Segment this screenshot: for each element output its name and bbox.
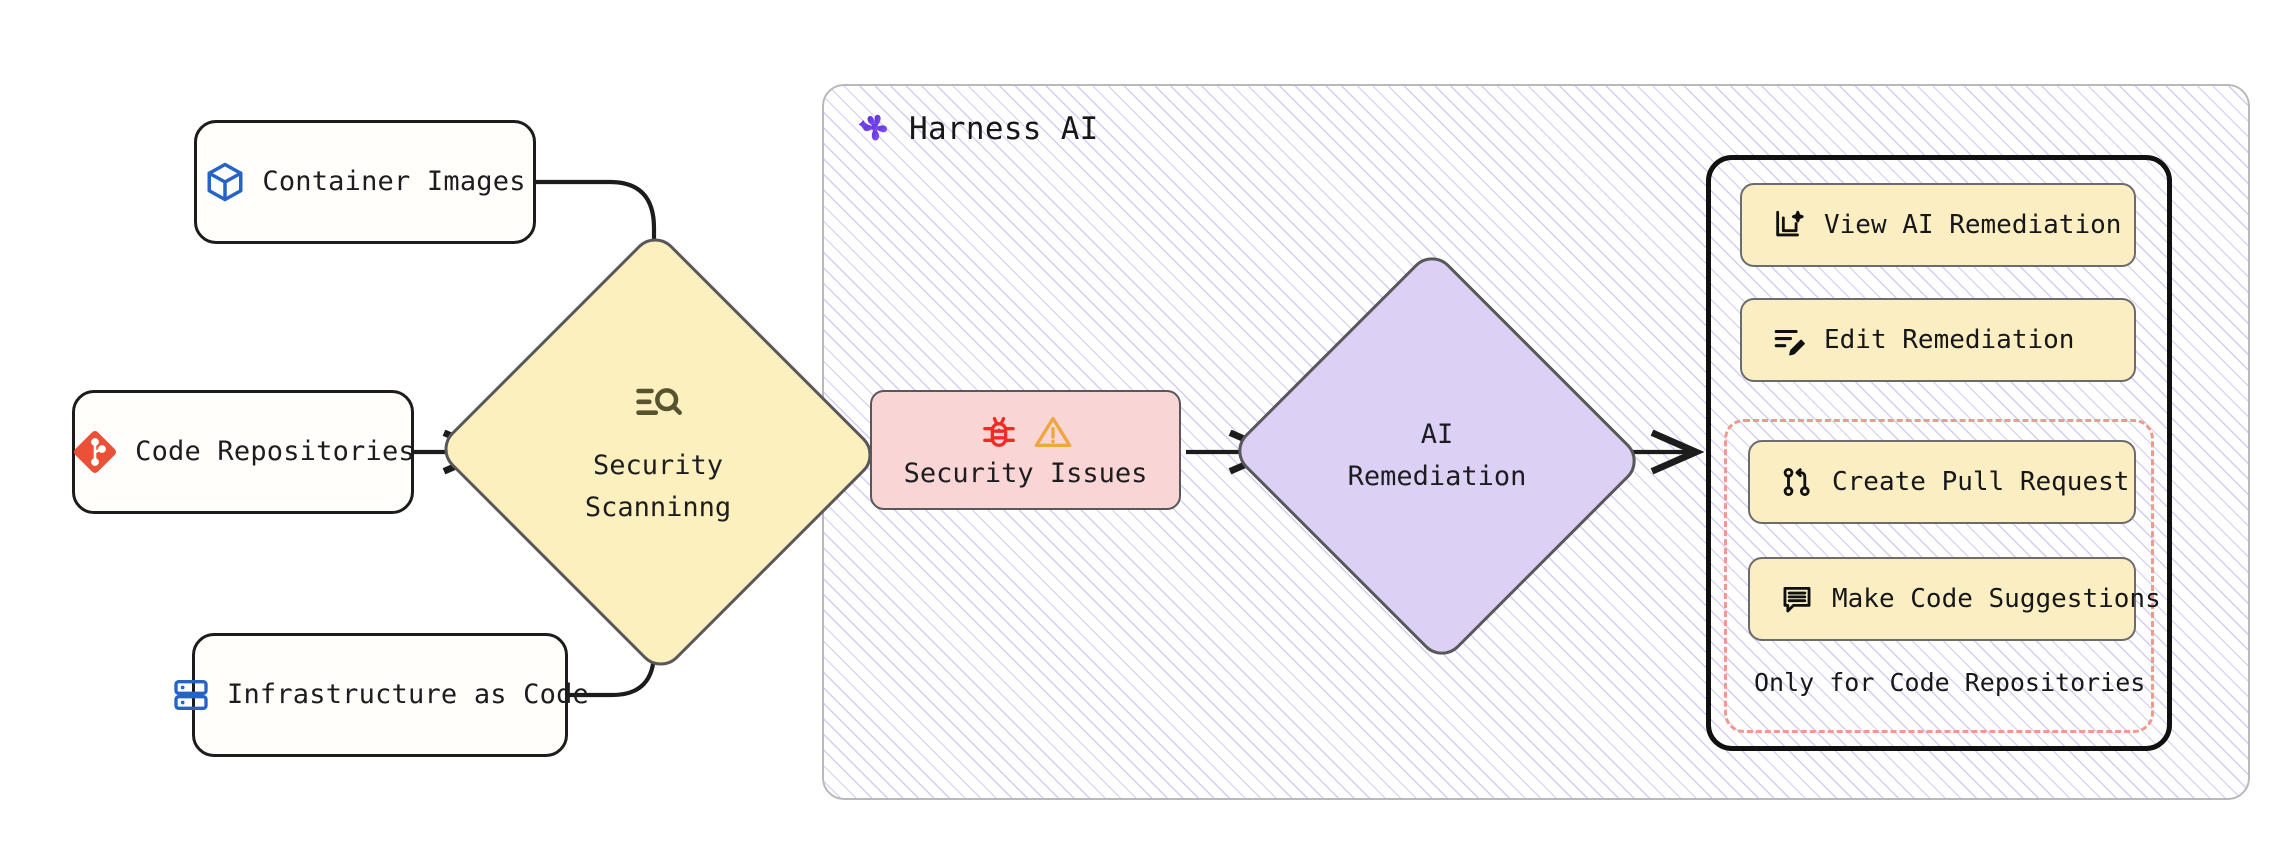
button-make-code-suggestions-label: Make Code Suggestions bbox=[1832, 584, 2161, 614]
node-infrastructure-as-code-label: Infrastructure as Code bbox=[226, 679, 590, 711]
ai-remediation-label-line2: Remediation bbox=[1347, 461, 1527, 492]
git-icon bbox=[71, 428, 119, 476]
node-ai-remediation[interactable]: AI Remediation bbox=[1228, 247, 1646, 665]
code-repo-only-group bbox=[1724, 419, 2154, 733]
button-view-ai-remediation[interactable]: View AI Remediation bbox=[1740, 183, 2136, 267]
node-container-images[interactable]: Container Images bbox=[194, 120, 536, 244]
node-code-repositories-label: Code Repositories bbox=[135, 436, 415, 468]
warning-triangle-icon bbox=[1033, 412, 1073, 452]
button-create-pull-request[interactable]: Create Pull Request bbox=[1748, 440, 2136, 524]
button-view-ai-remediation-label: View AI Remediation bbox=[1824, 210, 2122, 240]
harness-pinwheel-icon bbox=[857, 111, 893, 147]
node-security-issues[interactable]: Security Issues bbox=[870, 390, 1181, 510]
node-code-repositories[interactable]: Code Repositories bbox=[71, 390, 415, 514]
remediation-actions-group bbox=[1706, 155, 2172, 751]
button-create-pull-request-label: Create Pull Request bbox=[1832, 467, 2130, 497]
server-stack-icon bbox=[171, 675, 211, 715]
cube-icon bbox=[204, 161, 246, 203]
node-infrastructure-as-code[interactable]: Infrastructure as Code bbox=[174, 633, 589, 757]
security-scanning-label-line1: Security bbox=[592, 449, 724, 481]
comment-lines-icon bbox=[1780, 582, 1814, 616]
button-edit-remediation-label: Edit Remediation bbox=[1824, 325, 2075, 355]
harness-ai-title: Harness AI bbox=[857, 111, 1099, 147]
document-sparkle-icon bbox=[1772, 208, 1806, 242]
security-issues-label: Security Issues bbox=[903, 457, 1148, 489]
ai-remediation-label-line1: AI bbox=[1420, 418, 1454, 450]
security-scanning-label-line2: Scanninng bbox=[584, 492, 732, 523]
node-security-scanning[interactable]: Security Scanninng bbox=[434, 228, 882, 676]
scan-search-icon bbox=[632, 378, 684, 430]
code-repo-only-caption: Only for Code Repositories bbox=[1754, 668, 2146, 697]
harness-ai-title-label: Harness AI bbox=[909, 111, 1099, 147]
git-pull-request-icon bbox=[1780, 465, 1814, 499]
bug-icon bbox=[979, 412, 1019, 452]
button-make-code-suggestions[interactable]: Make Code Suggestions bbox=[1748, 557, 2161, 641]
button-edit-remediation[interactable]: Edit Remediation bbox=[1740, 298, 2136, 382]
edit-lines-pencil-icon bbox=[1772, 323, 1806, 357]
node-container-images-label: Container Images bbox=[262, 166, 526, 198]
